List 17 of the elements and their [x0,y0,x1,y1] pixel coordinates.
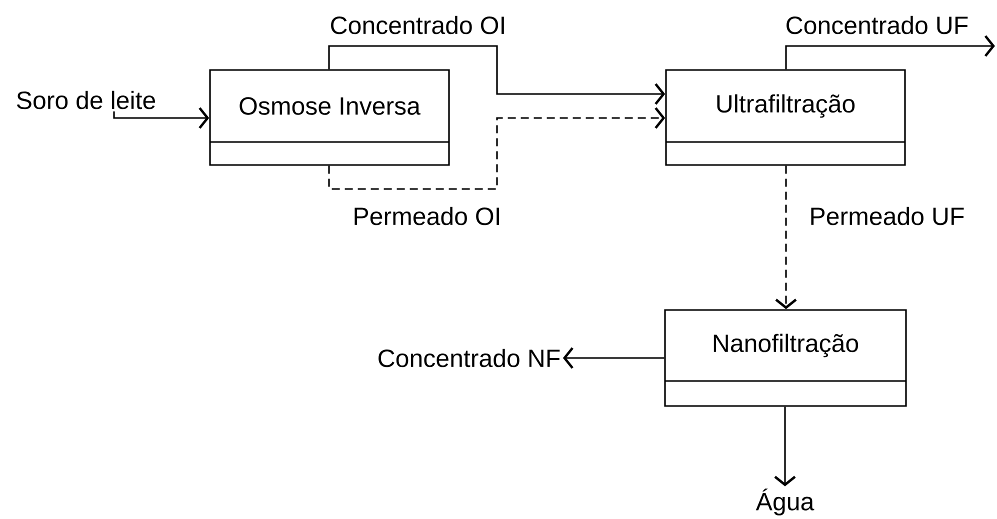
process-box: Ultrafiltração [665,69,906,166]
arrow [774,406,796,486]
arrow [562,347,664,369]
edge-label: Concentrado OI [328,14,508,36]
edge-label: Concentrado UF [784,14,970,36]
stream-label: Soro de leite [16,90,156,110]
stream-label: Água [756,488,814,516]
process-box: Nanofiltração [664,309,907,407]
stream-label: Concentrado NF [378,348,560,368]
arrow [775,166,797,310]
process-box: Osmose Inversa [209,69,450,166]
arrow [785,35,995,70]
arrow [113,107,210,129]
arrow [328,45,666,105]
arrow [328,107,666,190]
edge-label: Permeado OI [352,206,502,226]
edge-label: Permeado UF [808,206,966,226]
